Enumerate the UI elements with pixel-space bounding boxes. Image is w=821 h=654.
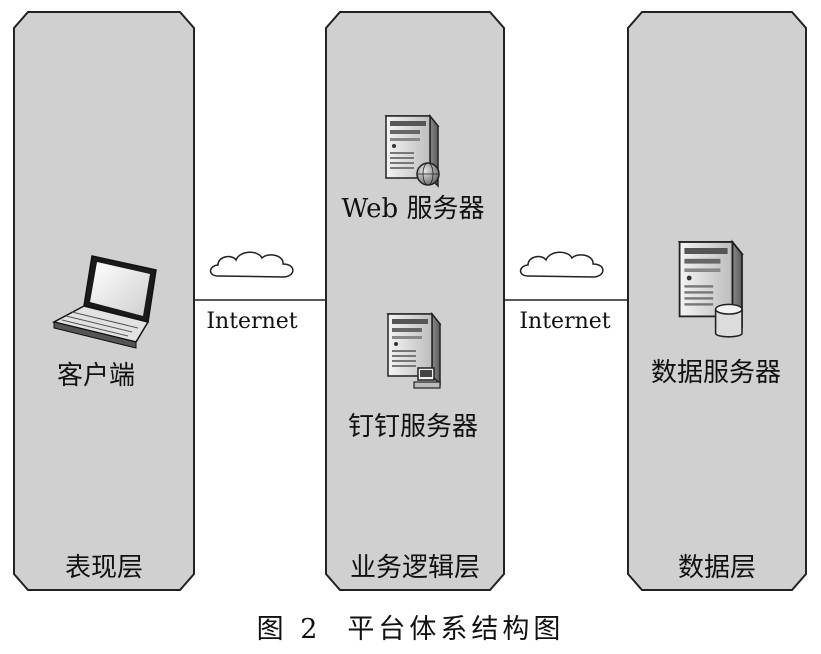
left-connection-label: Internet — [206, 309, 297, 334]
right-connection-label: Internet — [519, 309, 610, 334]
figure-number: 图 2 — [256, 614, 322, 645]
logic-layer-panel — [325, 11, 505, 591]
database-server-icon — [678, 241, 743, 338]
cloud-icon — [209, 251, 294, 278]
web-server-icon — [385, 115, 440, 187]
dingtalk-server-label: 钉钉服务器 — [348, 412, 478, 442]
logic-layer-label: 业务逻辑层 — [350, 553, 480, 583]
dingtalk-server-icon — [387, 313, 441, 389]
laptop-icon — [51, 255, 157, 349]
presentation-layer-label: 表现层 — [65, 553, 143, 583]
figure-caption: 图 2 平台体系结构图 — [0, 614, 821, 646]
data-server-label: 数据服务器 — [651, 358, 781, 388]
client-label: 客户端 — [57, 361, 135, 391]
cloud-icon — [519, 251, 604, 278]
data-layer-label: 数据层 — [678, 553, 756, 583]
web-server-label: Web 服务器 — [342, 194, 485, 224]
figure-title: 平台体系结构图 — [347, 614, 565, 645]
